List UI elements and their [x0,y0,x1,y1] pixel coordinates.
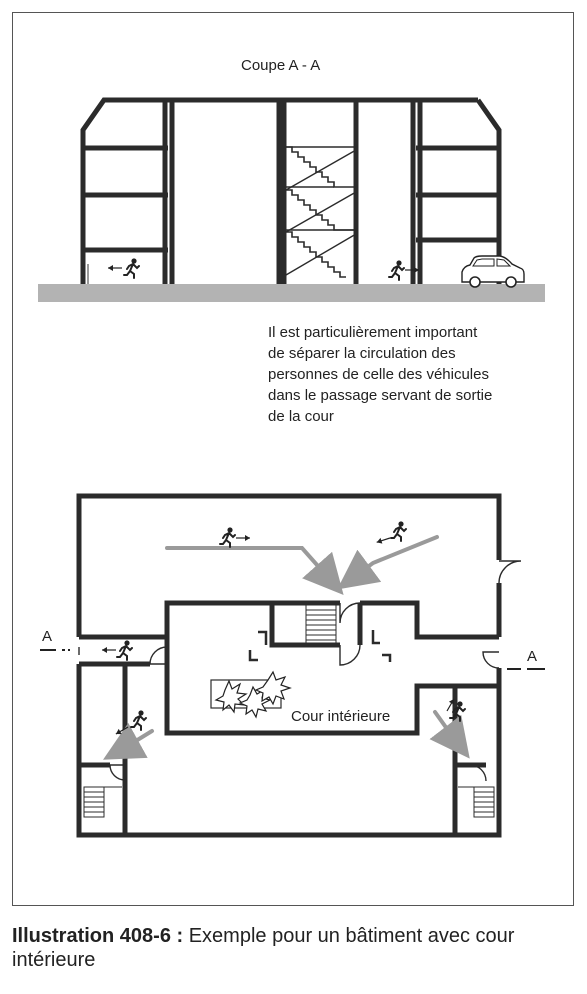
caption-label: Illustration 408-6 : [12,925,184,947]
door-bottom-right [469,764,487,782]
note-text: Il est particulièrement important de sép… [268,324,493,425]
figure-caption: Illustration 408-6 : Exemple pour un bât… [12,924,572,972]
door-right-passage [482,651,500,669]
running-person-icon [390,520,407,542]
door-left-passage [149,646,168,665]
flow-arrow [429,710,470,759]
section-title: Coupe A - A [241,57,321,74]
door-stair-core [339,602,361,624]
ground [38,284,545,302]
section-cut-label-right: A [527,648,538,665]
left-wing-wall [80,97,172,284]
door-stair-core-low [339,644,361,666]
court-label: Cour intérieure [291,708,391,725]
running-person-icon [130,709,147,731]
door-right-top [498,560,522,584]
plant-icon [210,670,292,719]
running-person-icon [388,259,405,281]
staircase-icon [286,146,356,278]
staircase-icon [276,604,337,644]
arrow-left-icon [101,646,117,654]
arrow-right-icon [235,534,251,542]
caption-text: Exemple pour un bâtiment avec cour intér… [12,925,515,971]
section-cut-label-left: A [42,628,53,645]
car-icon [461,255,525,288]
figure-frame [12,12,574,906]
section-view [38,97,545,302]
staircase-icon [83,786,122,818]
arrow-left-icon [375,534,392,546]
flow-arrow [337,535,439,590]
right-wing-wall [475,98,502,284]
door-bottom-left [109,764,126,781]
floor-plan [40,493,545,838]
flow-arrow [103,722,154,760]
flow-arrow [165,546,344,595]
running-person-icon [123,257,140,279]
staircase-icon [458,786,495,818]
arrow-left-icon [107,264,123,272]
outer-wall [76,493,502,637]
running-person-icon [219,526,236,548]
running-person-icon [116,639,133,661]
